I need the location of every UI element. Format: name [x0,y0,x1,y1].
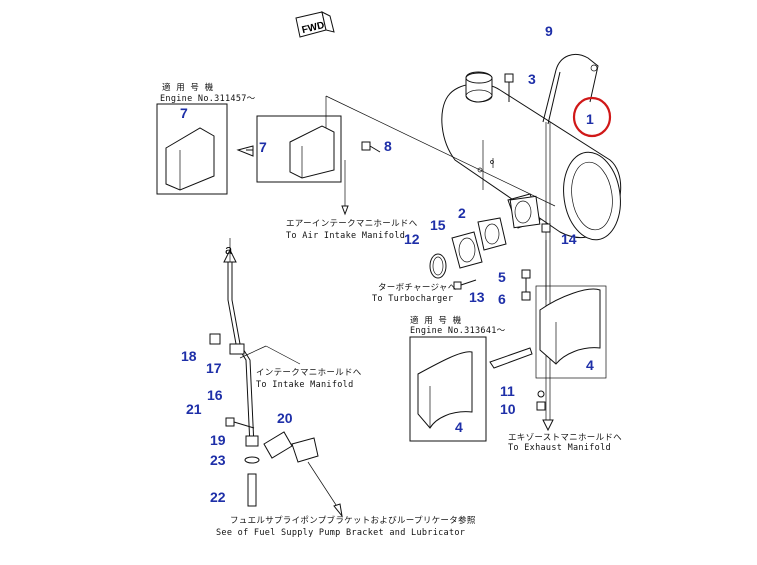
callout-8: 8 [384,138,392,154]
serial-a: Engine No.311457～ [160,94,256,104]
tube-16 [223,238,255,447]
direction-arrow-7 [236,145,254,157]
air-intake: To Air Intake Manifold [286,231,405,241]
callout-23: 23 [210,452,226,468]
hose-20 [263,431,343,518]
bolt-3 [504,73,514,102]
flange-2 [477,217,507,251]
callout-9: 9 [545,23,553,39]
callout-12: 12 [404,231,420,247]
callout-7a: 7 [180,105,188,121]
bolt-18 [209,333,221,345]
turbo-jp: ターボチャージャへ [378,283,457,293]
bolt-13 [453,279,477,290]
callout-19: 19 [210,432,226,448]
serial-b: Engine No.313641～ [410,326,506,336]
callout-5: 5 [498,269,506,285]
clamp-12 [429,253,447,279]
intake: To Intake Manifold [256,380,354,390]
bracket-4-main [535,285,607,379]
fwd-label: FWD [301,20,326,36]
callout-16: 16 [207,387,223,403]
turbo: To Turbocharger [372,294,453,304]
washer-11 [537,390,545,398]
air-intake-jp: エアーインテークマニホールドへ [286,219,418,229]
gasket-15 [451,231,483,269]
callout-22: 22 [210,489,226,505]
direction-arrow-4 [489,347,533,369]
callout-4b: 4 [455,419,463,435]
clamp-17 [229,343,245,355]
serial-b-jp: 適 用 号 機 [410,315,462,326]
fitting-19 [245,435,259,447]
callout-1: 1 [586,111,594,127]
callout-13: 13 [469,289,485,305]
muffler [441,71,622,241]
callout-17: 17 [206,360,222,376]
callout-4a: 4 [586,357,594,373]
arrow-label-a-top: a [225,242,233,257]
bolt-14 [541,223,551,233]
callout-18: 18 [181,348,197,364]
fuel-jp: フュエルサプライポンプブラケットおよびループリケータ参照 [230,515,476,526]
callout-3: 3 [528,71,536,87]
bolt-8 [361,141,381,153]
callout-15: 15 [430,217,446,233]
nut-10 [536,401,546,411]
fwd-indicator: FWD [295,11,335,38]
callout-10: 10 [500,401,516,417]
callout-21: 21 [186,401,202,417]
nut-6 [521,291,531,301]
callout-11: 11 [500,383,515,399]
exhaust-jp: エキゾーストマニホールドへ [508,433,622,443]
sleeve-22 [247,473,257,507]
callout-20: 20 [277,410,293,426]
intake-jp: インテークマニホールドへ [256,368,362,378]
fuel: See of Fuel Supply Pump Bracket and Lubr… [216,528,465,538]
callout-14: 14 [561,231,577,247]
inset-bracket-4 [409,336,487,442]
callout-6: 6 [498,291,506,307]
serial-a-jp: 適 用 号 機 [162,82,214,93]
inset-bracket-7-new [256,115,342,183]
highlight-circle [572,96,612,138]
bolt-21 [225,417,255,429]
inset-bracket-7-old [156,103,228,195]
callout-7b: 7 [259,139,267,155]
washer-23 [244,456,260,464]
callout-2: 2 [458,205,466,221]
exhaust: To Exhaust Manifold [508,443,611,453]
